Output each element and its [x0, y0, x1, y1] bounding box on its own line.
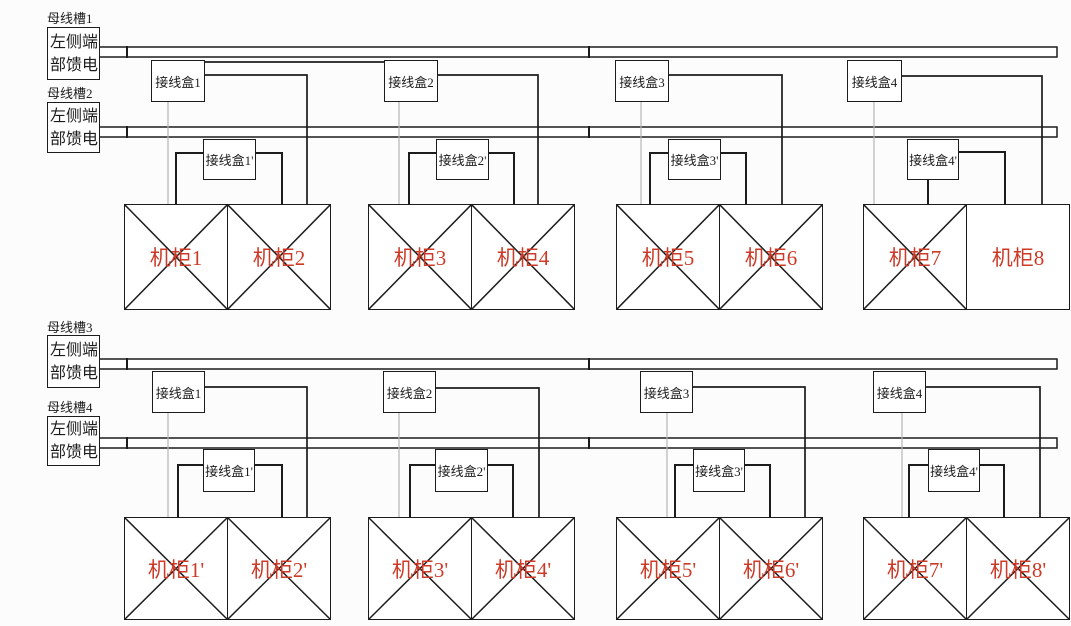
cabinet-6-prime: 机柜6': [719, 518, 822, 619]
cabinet-pair-3-4: 机柜3 机柜4: [368, 204, 575, 310]
feed-box-3-line1: 左侧端: [50, 341, 99, 359]
cabinet-pair-1-2: 机柜1 机柜2: [124, 204, 331, 310]
junction-box-b1: 接线盒1: [152, 371, 205, 413]
junction-box-t1: 接线盒1: [151, 60, 205, 102]
junction-box-b2-prime: 接线盒2': [435, 449, 488, 492]
junction-box-b1-prime: 接线盒1': [203, 449, 255, 492]
feed-box-2-line2: 部馈电: [50, 130, 99, 148]
cabinet-7-prime: 机柜7': [864, 518, 966, 619]
x-cross-icon: [617, 518, 719, 619]
busway-3-bar: [98, 358, 1058, 370]
cabinet-pair-7-8: 机柜7 机柜8: [863, 204, 1070, 310]
thin-drop-wires: [167, 102, 903, 517]
feed-box-4: 左侧端 部馈电: [47, 416, 100, 466]
feed-box-2: 左侧端 部馈电: [47, 102, 100, 153]
cabinet-2-prime-label: 机柜2': [250, 557, 308, 582]
busway-4-label: 母线槽4: [47, 400, 93, 415]
cabinet-pair-5p-6p: 机柜5' 机柜6': [616, 517, 823, 620]
cabinet-4-prime: 机柜4': [471, 518, 574, 619]
junction-box-t3: 接线盒3: [615, 60, 669, 102]
cabinet-4-prime-label: 机柜4': [494, 557, 552, 582]
x-cross-icon: [125, 205, 227, 309]
busway-2-label: 母线槽2: [47, 86, 93, 101]
cabinet-3-prime: 机柜3': [369, 518, 471, 619]
junction-box-t4: 接线盒4: [847, 60, 902, 102]
cabinet-4-label: 机柜4: [496, 246, 550, 270]
busway-2-bar: [98, 126, 1058, 138]
bus4-feed-wires: [177, 464, 1005, 517]
feed-box-4-line1: 左侧端: [50, 421, 99, 438]
cabinet-7-prime-label: 机柜7': [886, 557, 944, 582]
junction-box-t2-prime: 接线盒2': [436, 139, 489, 180]
cabinet-8-prime: 机柜8': [966, 518, 1069, 619]
junction-box-t1-prime: 接线盒1': [203, 139, 256, 180]
x-cross-icon: [864, 518, 966, 619]
feed-box-4-line2: 部馈电: [50, 444, 99, 461]
busway-3-label: 母线槽3: [47, 320, 93, 335]
bus2-feed-wires: [175, 151, 1006, 204]
cabinet-4: 机柜4: [471, 205, 574, 309]
cabinet-7-label: 机柜7: [888, 246, 942, 270]
x-cross-icon: [125, 518, 227, 619]
x-cross-icon: [472, 518, 574, 619]
bus-joint-ticks: [126, 46, 590, 449]
cabinet-6-label: 机柜6: [744, 246, 798, 270]
junction-box-t3-prime: 接线盒3': [668, 139, 721, 180]
feed-box-3-line2: 部馈电: [50, 364, 99, 382]
x-cross-icon: [864, 205, 966, 309]
cabinet-5-prime: 机柜5': [617, 518, 719, 619]
junction-box-b2: 接线盒2: [383, 371, 436, 413]
x-cross-icon: [228, 518, 330, 619]
cabinet-8-label: 机柜8: [991, 246, 1045, 270]
junction-box-b4-prime: 接线盒4': [928, 449, 980, 492]
junction-box-b4: 接线盒4: [873, 371, 926, 413]
x-cross-icon: [720, 518, 822, 619]
junction-box-b3-prime: 接线盒3': [693, 449, 745, 492]
cabinet-2-prime: 机柜2': [227, 518, 330, 619]
feed-box-3: 左侧端 部馈电: [47, 335, 100, 388]
cabinet-pair-1p-2p: 机柜1' 机柜2': [124, 517, 331, 620]
junction-box-t4-prime: 接线盒4': [907, 139, 959, 180]
cabinet-6: 机柜6: [719, 205, 822, 309]
feed-box-1: 左侧端 部馈电: [47, 27, 100, 80]
cabinet-8: 机柜8: [966, 205, 1069, 309]
busway-1-bar: [98, 46, 1058, 58]
cabinet-5: 机柜5: [617, 205, 719, 309]
bus3-feed-wires: [205, 386, 1041, 517]
cabinet-1: 机柜1: [125, 205, 227, 309]
x-cross-icon: [369, 205, 471, 309]
cabinet-6-prime-label: 机柜6': [742, 557, 800, 582]
cabinet-1-prime-label: 机柜1': [147, 557, 205, 582]
x-cross-icon: [967, 518, 1069, 619]
x-cross-icon: [228, 205, 330, 309]
cabinet-5-label: 机柜5: [641, 246, 695, 270]
bus1-feed-wires: [204, 61, 1043, 204]
cabinet-2-label: 机柜2: [252, 246, 306, 270]
x-cross-icon: [617, 205, 719, 309]
busway-4-bar: [98, 437, 1058, 449]
cabinet-1-prime: 机柜1': [125, 518, 227, 619]
feed-box-1-line1: 左侧端: [50, 33, 99, 51]
feed-box-1-line2: 部馈电: [50, 56, 99, 74]
cabinet-7: 机柜7: [864, 205, 966, 309]
cabinet-1-label: 机柜1: [149, 246, 203, 270]
junction-box-b3: 接线盒3: [640, 371, 693, 413]
junction-box-t2: 接线盒2: [384, 60, 438, 102]
x-cross-icon: [369, 518, 471, 619]
cabinet-pair-3p-4p: 机柜3' 机柜4': [368, 517, 575, 620]
busway-1-label: 母线槽1: [47, 11, 93, 26]
x-cross-icon: [472, 205, 574, 309]
cabinet-pair-5-6: 机柜5 机柜6: [616, 204, 823, 310]
x-cross-icon: [720, 205, 822, 309]
feed-box-2-line1: 左侧端: [50, 107, 99, 125]
cabinet-3-label: 机柜3: [393, 246, 447, 270]
cabinet-2: 机柜2: [227, 205, 330, 309]
cabinet-3-prime-label: 机柜3': [391, 557, 449, 582]
cabinet-pair-7p-8p: 机柜7' 机柜8': [863, 517, 1070, 620]
cabinet-3: 机柜3: [369, 205, 471, 309]
cabinet-5-prime-label: 机柜5': [639, 557, 697, 582]
cabinet-8-prime-label: 机柜8': [989, 557, 1047, 582]
